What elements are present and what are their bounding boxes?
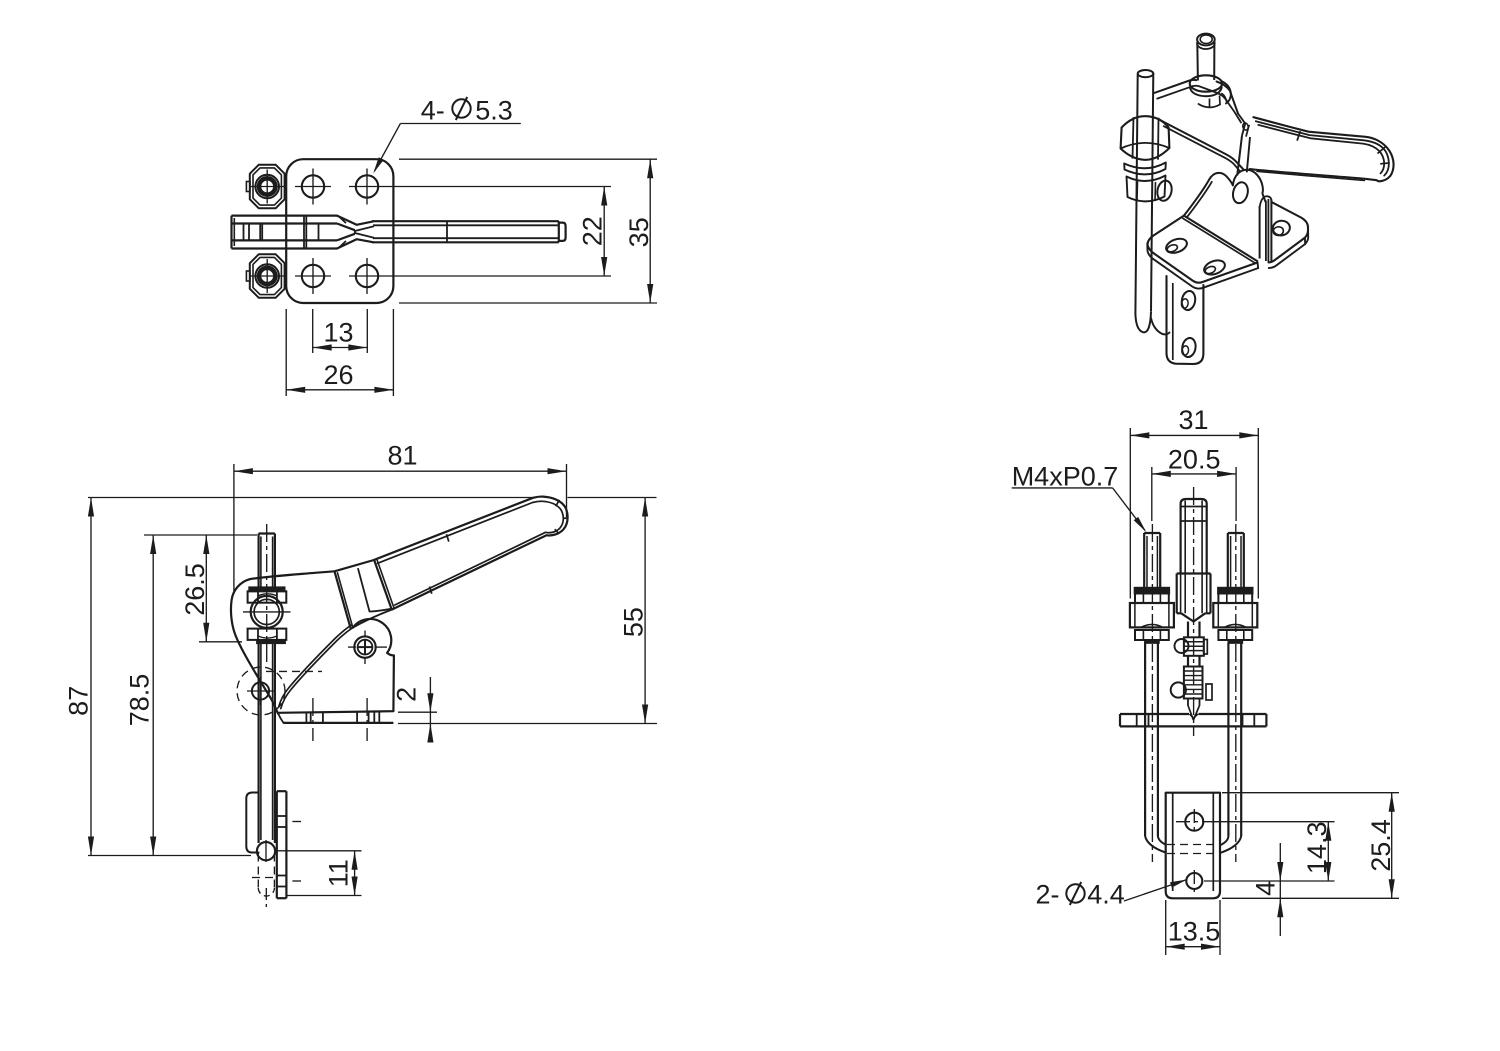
svg-text:81: 81 xyxy=(387,441,417,471)
svg-text:13.5: 13.5 xyxy=(1168,917,1221,947)
svg-text:22: 22 xyxy=(578,216,608,246)
svg-text:78.5: 78.5 xyxy=(125,674,155,727)
svg-text:11: 11 xyxy=(324,859,354,887)
svg-text:4: 4 xyxy=(1251,881,1281,896)
svg-text:2-: 2- xyxy=(1035,880,1059,910)
svg-text:14.3: 14.3 xyxy=(1302,822,1332,875)
svg-text:4-: 4- xyxy=(421,96,445,126)
svg-text:2: 2 xyxy=(392,687,422,702)
svg-text:55: 55 xyxy=(619,607,649,637)
svg-text:13: 13 xyxy=(323,318,353,348)
svg-text:M4xP0.7: M4xP0.7 xyxy=(1012,462,1119,492)
svg-text:25.4: 25.4 xyxy=(1366,819,1396,872)
svg-text:87: 87 xyxy=(64,686,94,716)
svg-text:35: 35 xyxy=(624,217,654,247)
svg-text:26.5: 26.5 xyxy=(180,563,210,616)
svg-text:5.3: 5.3 xyxy=(475,96,513,126)
svg-text:20.5: 20.5 xyxy=(1168,445,1221,475)
svg-text:4.4: 4.4 xyxy=(1087,880,1125,910)
svg-text:26: 26 xyxy=(323,360,353,390)
svg-text:31: 31 xyxy=(1178,405,1208,435)
